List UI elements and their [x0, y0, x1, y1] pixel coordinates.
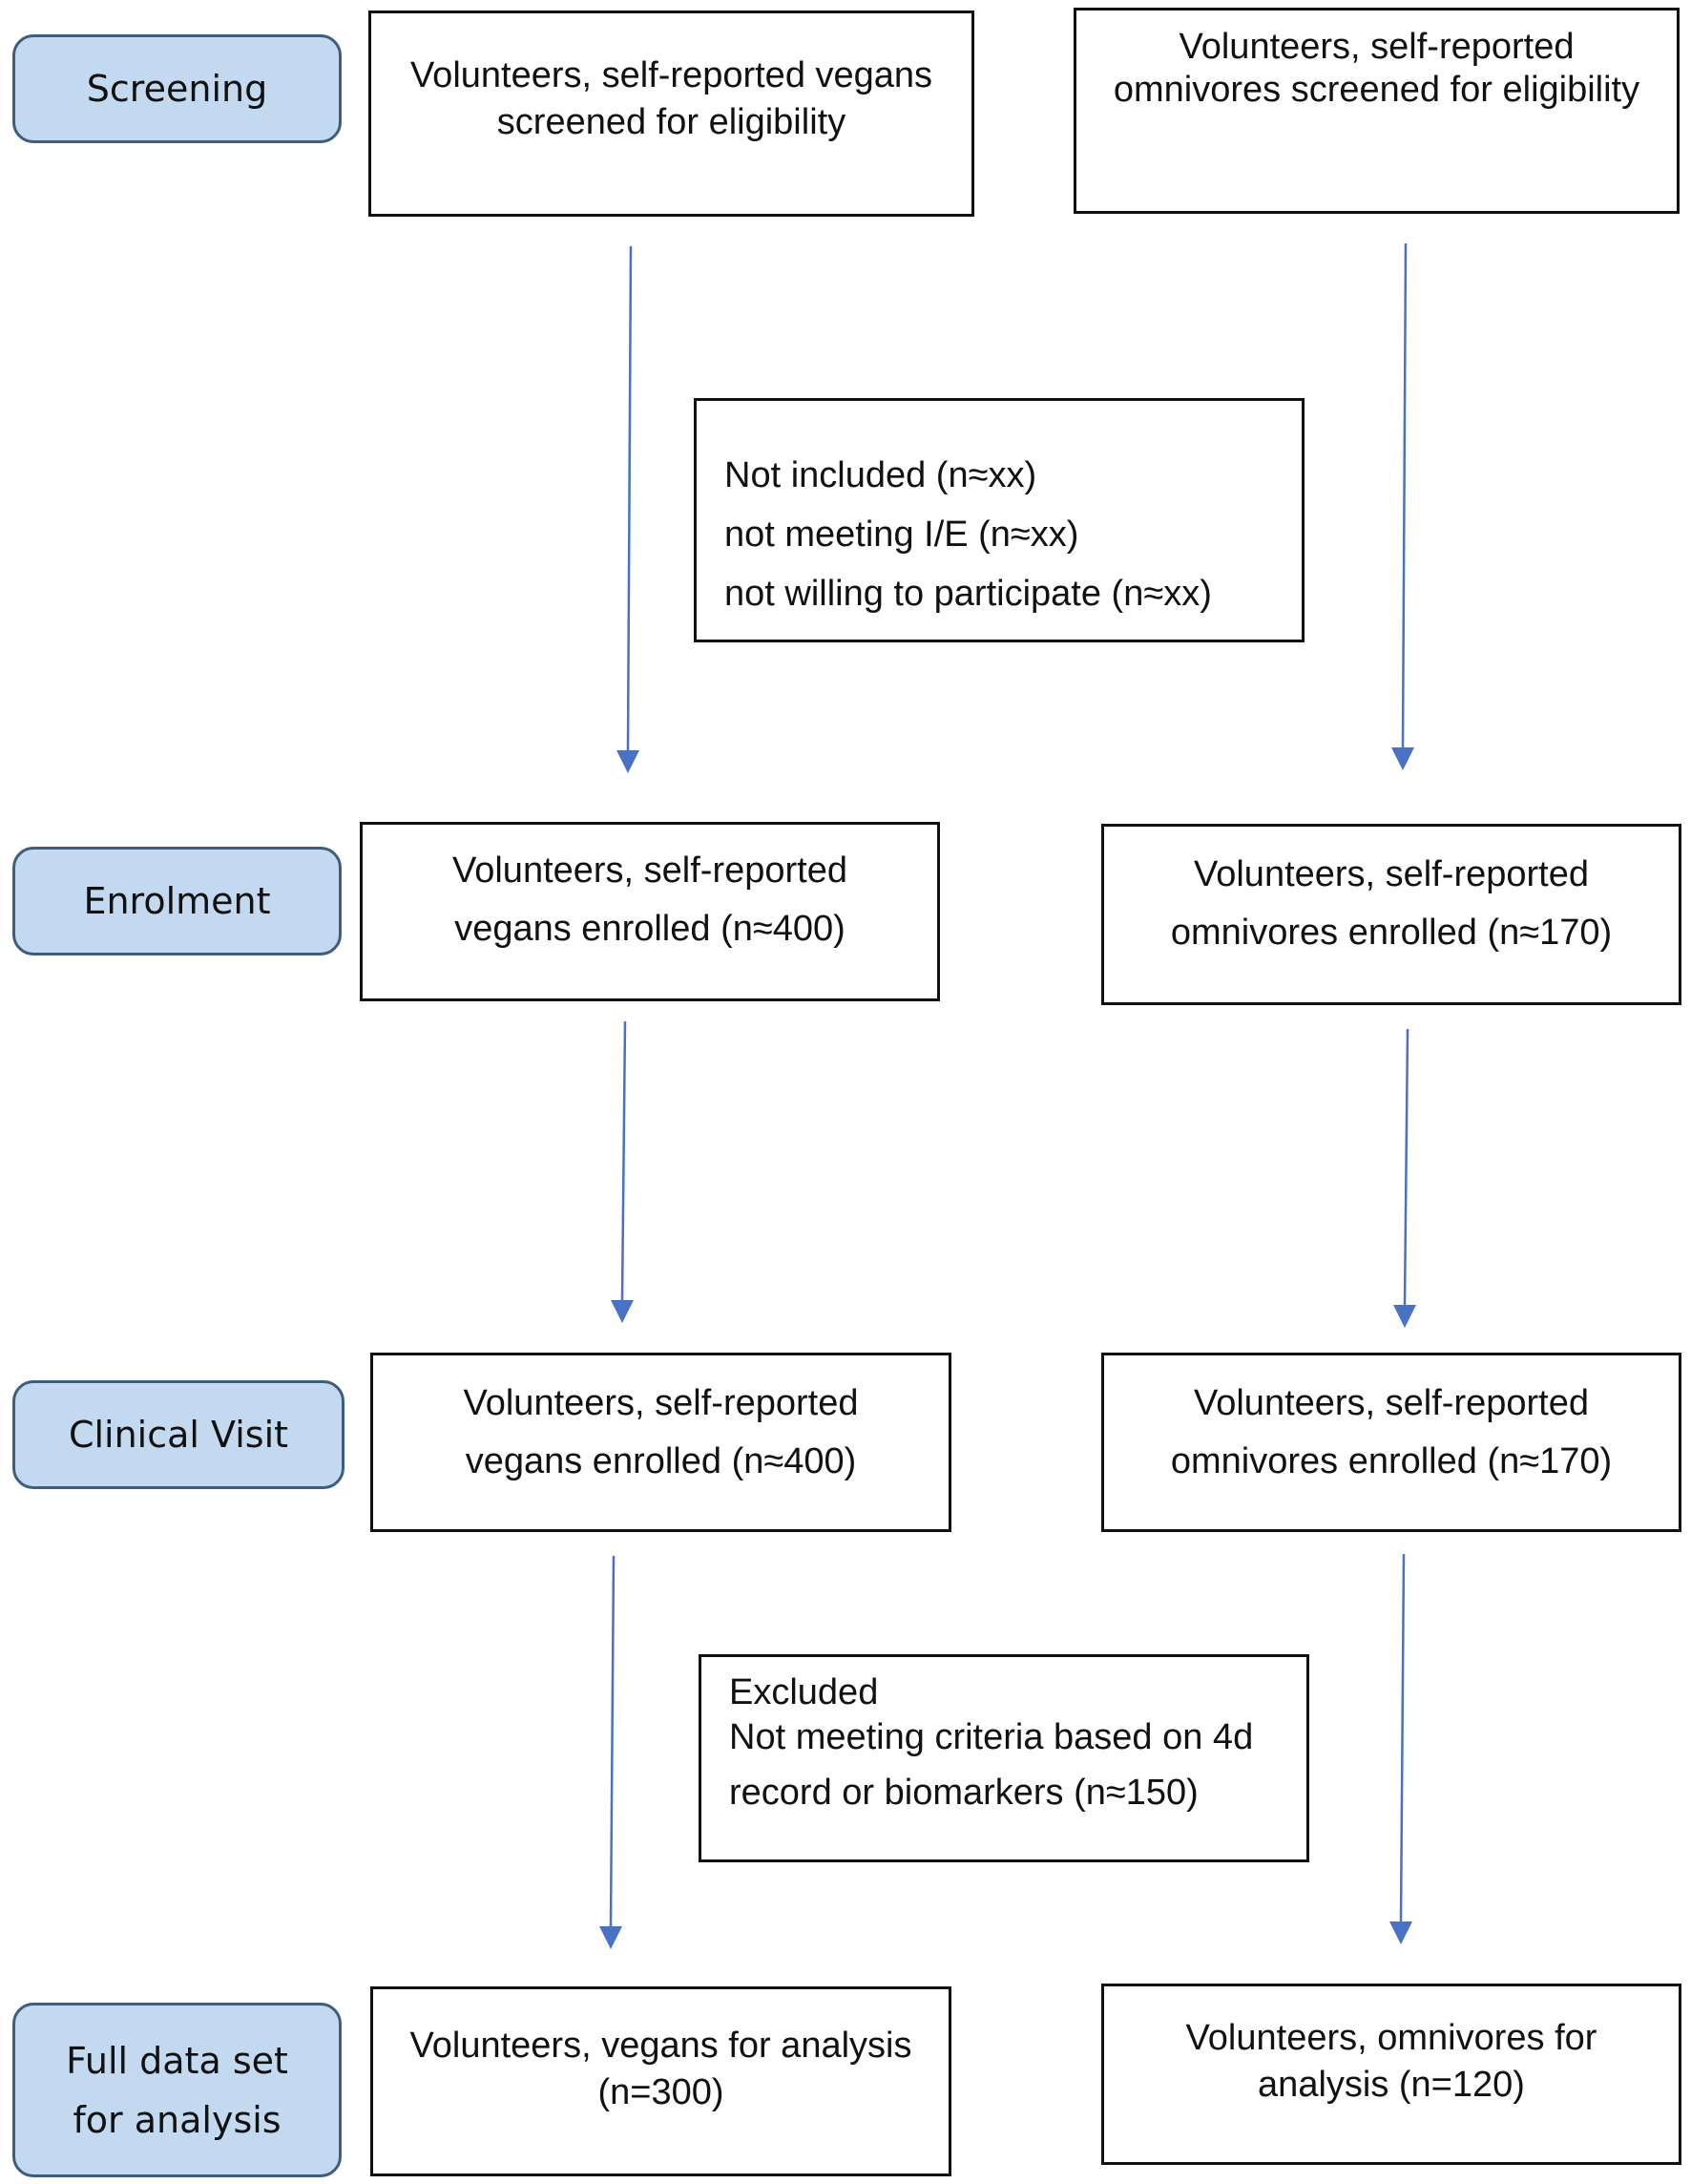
box-clinical-omnivores: Volunteers, self-reported omnivores enro… — [1101, 1353, 1681, 1532]
box-text-line: not willing to participate (n≈xx) — [724, 574, 1212, 614]
box-analysis-vegans: Volunteers, vegans for analysis (n=300) — [370, 1986, 951, 2176]
stage-screening-label: Screening — [86, 68, 268, 110]
box-text-line: omnivores enrolled (n≈170) — [1170, 913, 1613, 953]
box-text-line: Volunteers, self-reported — [451, 850, 847, 891]
box-text-line: Volunteers, self-reported — [1193, 854, 1589, 894]
stage-enrolment-label: Enrolment — [83, 880, 271, 922]
box-text-line: omnivores enrolled (n≈170) — [1170, 1441, 1613, 1481]
stage-full-data-set-line-2: for analysis — [73, 2098, 282, 2141]
box-text-line: omnivores screened for eligibility — [1113, 70, 1640, 110]
arrow-omnivores-clinical-to-analysis — [1399, 1553, 1406, 1922]
arrow-vegans-enrolment-to-clinical — [620, 1020, 627, 1301]
box-clinical-vegans: Volunteers, self-reported vegans enrolle… — [370, 1353, 951, 1532]
box-text-line: analysis (n=120) — [1258, 2065, 1525, 2105]
box-screening-omnivores: Volunteers, self-reported omnivores scre… — [1074, 8, 1680, 214]
stage-clinical-visit-label: Clinical Visit — [68, 1414, 289, 1456]
arrow-vegans-screening-to-enrolment — [626, 245, 633, 751]
box-text-line: Volunteers, self-reported vegans — [409, 55, 933, 95]
box-excluded: Excluded Not meeting criteria based on 4… — [699, 1654, 1309, 1862]
box-text-line: Not meeting criteria based on 4d — [729, 1717, 1254, 1757]
box-text-line: Not included (n≈xx) — [724, 455, 1037, 495]
box-text-line: Volunteers, vegans for analysis — [409, 2026, 912, 2066]
arrowhead — [616, 750, 639, 773]
arrowhead — [611, 1300, 634, 1323]
stage-screening: Screening — [12, 34, 342, 143]
box-text-line: not meeting I/E (n≈xx) — [724, 514, 1079, 555]
box-screening-vegans: Volunteers, self-reported vegans screene… — [368, 10, 974, 217]
arrow-vegans-clinical-to-analysis — [609, 1555, 616, 1927]
stage-full-data-set-line-1: Full data set — [66, 2039, 288, 2082]
stage-clinical-visit: Clinical Visit — [12, 1380, 344, 1489]
arrowhead — [1391, 747, 1414, 770]
arrowhead — [1389, 1922, 1412, 1944]
box-text-line: Volunteers, self-reported — [1193, 1383, 1589, 1423]
arrow-omnivores-enrolment-to-clinical — [1403, 1028, 1409, 1306]
box-text-line: Excluded — [729, 1672, 879, 1712]
box-text-line: vegans enrolled (n≈400) — [465, 1441, 857, 1481]
box-text-line: Volunteers, omnivores for — [1185, 2018, 1597, 2058]
arrowhead — [599, 1926, 622, 1949]
box-text-line: screened for eligibility — [496, 102, 846, 142]
arrowhead — [1393, 1305, 1416, 1328]
box-text-line: vegans enrolled (n≈400) — [454, 909, 846, 949]
arrow-omnivores-screening-to-enrolment — [1401, 242, 1408, 748]
box-enrolment-vegans: Volunteers, self-reported vegans enrolle… — [360, 822, 940, 1001]
box-text-line: Volunteers, self-reported — [1179, 27, 1575, 67]
box-text-line: record or biomarkers (n≈150) — [729, 1773, 1199, 1813]
box-text-line: (n=300) — [597, 2072, 724, 2112]
box-text-line: Volunteers, self-reported — [463, 1383, 859, 1423]
stage-full-data-set: Full data set for analysis — [12, 2003, 342, 2177]
box-analysis-omnivores: Volunteers, omnivores for analysis (n=12… — [1101, 1984, 1681, 2165]
box-not-included: Not included (n≈xx) not meeting I/E (n≈x… — [694, 398, 1305, 642]
box-enrolment-omnivores: Volunteers, self-reported omnivores enro… — [1101, 824, 1681, 1005]
stage-enrolment: Enrolment — [12, 847, 342, 956]
